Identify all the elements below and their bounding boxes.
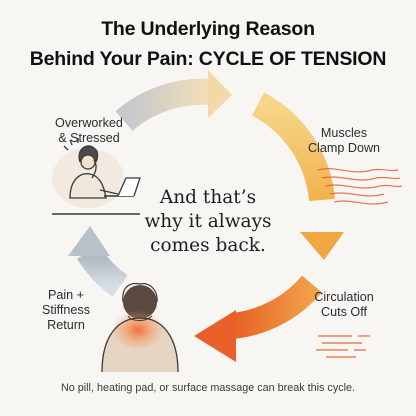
title-line-2: Behind Your Pain: CYCLE OF TENSION: [29, 48, 387, 70]
arrow-left: [68, 226, 128, 297]
step-label-circulation: Circulation Cuts Off: [314, 290, 374, 319]
step-label-pain: Pain + Stiffness Return: [41, 288, 91, 332]
circulation-streaks-icon: [316, 335, 370, 358]
page-title: The Underlying Reason Behind Your Pain: …: [0, 14, 416, 74]
arrow-bottom: [194, 275, 322, 362]
neck-pain-person-icon: [101, 282, 179, 373]
footer-note: No pill, heating pad, or surface massage…: [60, 382, 356, 394]
center-message: And that’s why it always comes back.: [144, 187, 272, 256]
arrow-right: [251, 92, 344, 260]
arrow-top: [115, 70, 232, 132]
title-line-1: The Underlying Reason: [101, 18, 315, 40]
tension-lines-icon: [317, 168, 403, 205]
step-label-muscles: Muscles Clamp Down: [307, 126, 381, 155]
step-label-overworked: Overworked & Stressed: [55, 116, 123, 145]
stressed-person-icon: [52, 138, 141, 215]
